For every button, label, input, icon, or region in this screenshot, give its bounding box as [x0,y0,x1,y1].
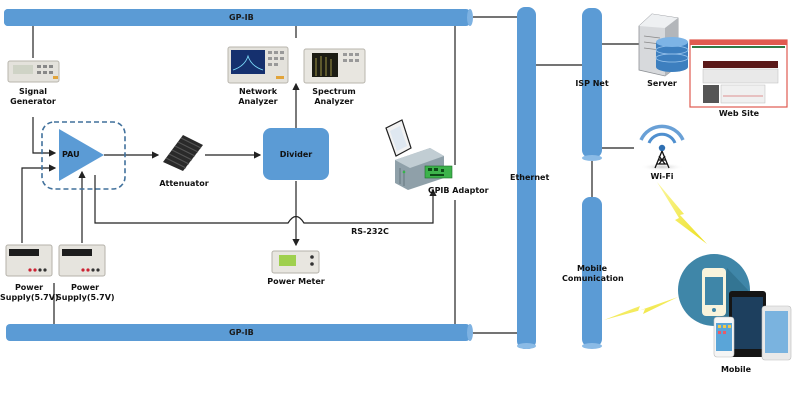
network-analyzer-icon [227,46,289,84]
gpib-bus-bottom [6,324,473,341]
ethernet-bus [517,7,536,349]
power-supply-1-label-line1: Power [14,283,44,292]
divider-block[interactable] [263,128,329,180]
power-supply-1-icon [5,244,53,277]
pau-label: PAU [62,150,80,159]
signal-links [21,82,437,247]
isp-net-label: ISP Net [575,79,609,88]
gpib-bottom-label: GP-IB [229,328,254,337]
mobile-lightning-icon [604,297,678,320]
mobile-devices-icon [678,254,792,361]
mobile-comm-label: Mobile Comunication [562,264,624,284]
attenuator-icon [163,135,203,171]
power-meter-label: Power Meter [267,277,325,286]
isp-net-bus [582,8,602,161]
attenuator-label: Attenuator [159,179,209,188]
pc-gpib-adaptor-icon [385,119,453,190]
server-label: Server [647,79,677,88]
power-supply-2-label-line1: Power [70,283,100,292]
power-supply-1-label-line2: Supply(5.7V) [0,293,59,302]
mobile-comm-label-line1: Mobile [576,264,608,273]
ethernet-label: Ethernet [510,173,550,182]
gpib-adaptor-label: GPIB Adaptor [428,186,489,195]
signal-generator-icon [7,60,60,83]
power-supply-2-label-line2: Supply(5.7V) [56,293,115,302]
database-icon [655,37,689,72]
network-analyzer-label: Network Analyzer [228,87,288,107]
spectrum-analyzer-label-line2: Analyzer [314,97,354,106]
power-supply-1-label: Power Supply(5.7V) [0,283,59,303]
pau-amplifier[interactable] [41,121,126,190]
wifi-tower-icon [639,124,685,171]
power-supply-2-icon [58,244,106,277]
signal-generator-label-line2: Generator [10,97,56,106]
gpib-bus-top [4,9,473,26]
spectrum-analyzer-icon [303,48,366,84]
spectrum-analyzer-label: Spectrum Analyzer [304,87,364,107]
web-site-label: Web Site [718,109,760,118]
network-links [32,16,640,334]
signal-generator-label: Signal Generator [3,87,63,107]
wifi-label: Wi-Fi [650,172,674,181]
power-meter-icon [271,250,320,274]
website-screenshot-icon [689,39,788,108]
divider-label: Divider [279,150,313,159]
network-analyzer-label-line1: Network [238,87,278,96]
spectrum-analyzer-label-line1: Spectrum [312,87,356,96]
mobile-comm-label-line2: Comunication [562,274,624,283]
rs232c-label: RS-232C [351,227,389,236]
signal-generator-label-line1: Signal [18,87,48,96]
power-supply-2-label: Power Supply(5.7V) [56,283,115,303]
network-analyzer-label-line2: Analyzer [238,97,278,106]
mobile-comm-bus [582,197,602,349]
gpib-top-label: GP-IB [229,13,254,22]
mobile-label: Mobile [720,365,752,374]
wifi-lightning-icon [657,182,707,244]
